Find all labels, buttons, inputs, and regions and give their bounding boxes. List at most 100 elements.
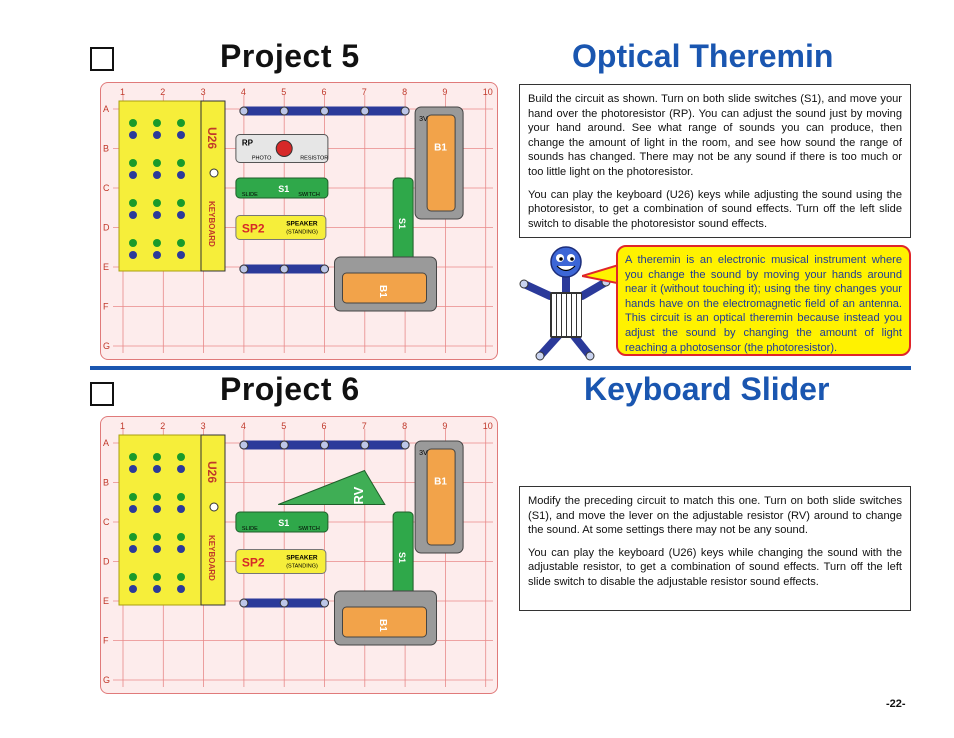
- key-button: [129, 493, 137, 501]
- key-button: [129, 199, 137, 207]
- photo-id: RP: [242, 139, 254, 148]
- speaker-module: [235, 549, 327, 574]
- key-button: [129, 585, 137, 593]
- key-button: [129, 251, 137, 259]
- key-button: [129, 211, 137, 219]
- row-label: E: [103, 262, 109, 272]
- project5-instructions: Build the circuit as shown. Turn on both…: [519, 84, 911, 238]
- key-button: [153, 239, 161, 247]
- section-divider: [90, 366, 911, 370]
- column-label: 10: [483, 87, 493, 97]
- switch-label: SWITCH: [298, 526, 320, 532]
- project6-instructions: Modify the preceding circuit to match th…: [519, 486, 911, 611]
- key-button: [153, 131, 161, 139]
- column-label: 1: [120, 421, 125, 431]
- column-label: 9: [442, 87, 447, 97]
- key-button: [153, 465, 161, 473]
- key-button: [177, 505, 185, 513]
- snap-icon: [239, 264, 249, 274]
- battery-voltage: 3V: [419, 116, 428, 123]
- key-button: [153, 211, 161, 219]
- key-button: [129, 171, 137, 179]
- snap-icon: [360, 440, 370, 450]
- switch-id: S1: [397, 218, 407, 229]
- snap-icon: [320, 106, 329, 116]
- row-label: D: [103, 223, 110, 233]
- column-label: 4: [241, 421, 246, 431]
- key-button: [177, 585, 185, 593]
- key-button: [153, 171, 161, 179]
- snap-icon: [320, 440, 329, 450]
- column-label: 3: [201, 87, 206, 97]
- snap-icon: [279, 440, 289, 450]
- keyboard-side: [200, 434, 226, 606]
- speaker-label-2: (STANDING): [286, 564, 318, 570]
- project5-checkbox[interactable]: [90, 47, 114, 71]
- column-label: 8: [402, 421, 407, 431]
- column-label: 8: [402, 87, 407, 97]
- speaker-label-1: SPEAKER: [286, 221, 318, 228]
- row-label: A: [103, 438, 109, 448]
- key-button: [153, 573, 161, 581]
- key-button: [129, 465, 137, 473]
- snap-icon: [239, 440, 249, 450]
- column-label: 9: [442, 421, 447, 431]
- key-button: [177, 465, 185, 473]
- key-button: [153, 533, 161, 541]
- mascot-icon: [519, 246, 611, 361]
- column-label: 2: [160, 421, 165, 431]
- key-button: [177, 251, 185, 259]
- project5-name: Optical Theremin: [572, 38, 834, 74]
- project6-name: Keyboard Slider: [584, 371, 830, 407]
- key-button: [129, 533, 137, 541]
- key-button: [177, 119, 185, 127]
- column-label: 5: [281, 87, 286, 97]
- switch-id: S1: [397, 552, 407, 563]
- key-button: [153, 453, 161, 461]
- key-button: [129, 119, 137, 127]
- keyboard-dial-icon: [209, 502, 219, 512]
- battery-id: B1: [377, 285, 388, 298]
- theremin-callout: A theremin is an electronic musical inst…: [616, 245, 911, 356]
- snap-icon: [279, 106, 289, 116]
- page-number: -22-: [886, 698, 906, 710]
- switch-id: S1: [278, 518, 289, 528]
- battery-voltage: 3V: [419, 450, 428, 457]
- key-button: [177, 533, 185, 541]
- key-button: [153, 505, 161, 513]
- project5-paragraph-1: Build the circuit as shown. Turn on both…: [528, 93, 902, 178]
- project6-checkbox[interactable]: [90, 382, 114, 406]
- snap-icon: [320, 598, 329, 608]
- battery: [426, 114, 456, 212]
- photo-label-2: RESISTOR: [300, 156, 328, 162]
- row-label: A: [103, 104, 109, 114]
- project5-title: Project 5: [220, 38, 360, 74]
- snap-icon: [279, 598, 289, 608]
- speaker-module: [235, 215, 327, 240]
- key-button: [153, 251, 161, 259]
- column-label: 5: [281, 421, 286, 431]
- key-button: [153, 119, 161, 127]
- column-label: 3: [201, 421, 206, 431]
- column-label: 6: [322, 87, 327, 97]
- row-label: G: [103, 675, 110, 685]
- project6-paragraph-2: You can play the keyboard (U26) keys whi…: [528, 546, 902, 588]
- key-button: [129, 453, 137, 461]
- row-label: B: [103, 144, 109, 154]
- keyboard-label: KEYBOARD: [207, 201, 216, 247]
- column-label: 7: [362, 421, 367, 431]
- key-button: [129, 573, 137, 581]
- row-label: C: [103, 517, 110, 527]
- column-label: 2: [160, 87, 165, 97]
- column-label: 1: [120, 87, 125, 97]
- switch-id: S1: [278, 184, 289, 194]
- battery-id: B1: [434, 477, 447, 488]
- speaker-id: SP2: [242, 222, 265, 236]
- row-label: C: [103, 183, 110, 193]
- snap-icon: [400, 106, 410, 116]
- key-button: [177, 239, 185, 247]
